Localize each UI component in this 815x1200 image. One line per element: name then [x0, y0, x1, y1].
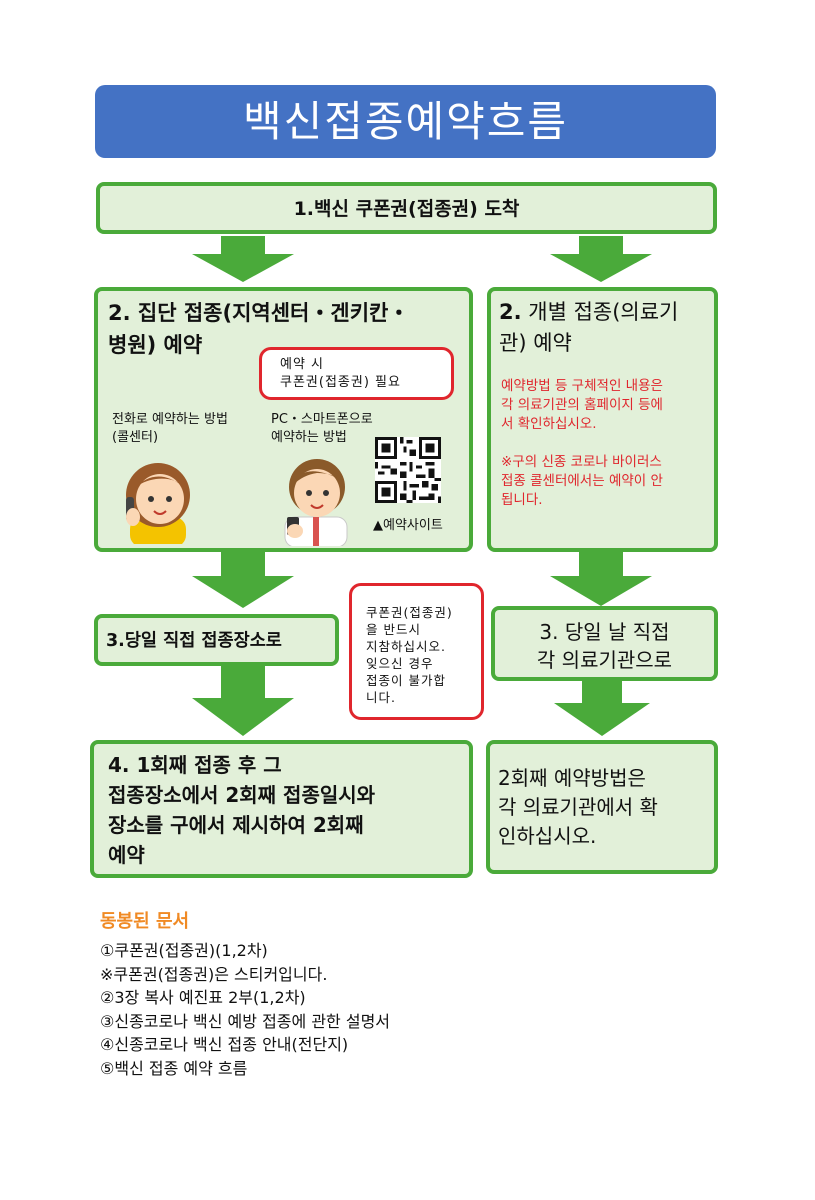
- down-arrow-icon: [192, 552, 294, 608]
- down-arrow-icon: [192, 666, 294, 736]
- reservation-note-box: 예약 시 쿠폰권(접종권) 필요: [259, 347, 454, 400]
- list-item: ①쿠폰권(접종권)(1,2차): [100, 941, 268, 960]
- pc-reservation-label: PC・스마트폰으로 예약하는 방법: [271, 412, 373, 445]
- call-center-warning-text: ※구의 신종 코로나 바이러스 접종 콜센터에서는 예약이 안 됩니다.: [501, 454, 663, 508]
- group-vaccination-box: 2. 집단 접종(지역센터・겐키칸・ 병원) 예약 전화로 예약하는 방법 (콜…: [94, 287, 473, 552]
- bring-coupon-warning-box: 쿠폰권(접종권) 을 반드시 지참하십시오. 잊으신 경우 접종이 불가합 니다…: [349, 583, 484, 720]
- list-item: ④신종코로나 백신 접종 안내(전단지): [100, 1035, 349, 1054]
- page-title: 백신접종예약흐름: [95, 85, 716, 158]
- individual-vaccination-box: 2. 개별 접종(의료기 관) 예약 예약방법 등 구체적인 내용은 각 의료기…: [487, 287, 718, 552]
- phone-reservation-label: 전화로 예약하는 방법 (콜센터): [112, 412, 228, 445]
- step-3-go-to-clinic: 3. 당일 날 직접 각 의료기관으로: [491, 606, 718, 681]
- down-arrow-icon: [550, 552, 652, 606]
- qr-code-icon: [375, 437, 441, 503]
- enclosed-documents-title: 동봉된 문서: [100, 911, 190, 932]
- individual-info-text: 예약방법 등 구체적인 내용은 각 의료기관의 홈페이지 등에 서 확인하십시오…: [501, 378, 663, 432]
- group-vaccination-heading: 2. 집단 접종(지역센터・겐키칸・ 병원) 예약: [108, 301, 410, 357]
- down-arrow-icon: [554, 681, 650, 736]
- down-arrow-icon: [192, 236, 294, 282]
- list-item: ③신종코로나 백신 예방 접종에 관한 설명서: [100, 1011, 391, 1031]
- reservation-site-label: ▲예약사이트: [373, 518, 443, 533]
- individual-vaccination-heading: 2. 개별 접종(의료기 관) 예약: [499, 300, 679, 355]
- step-3-go-to-venue: 3.당일 직접 접종장소로: [94, 614, 339, 666]
- step-1-coupon-arrival: 1.백신 쿠폰권(접종권) 도착: [96, 182, 717, 234]
- list-item: ⑤백신 접종 예약 흐름: [100, 1058, 248, 1078]
- man-with-smartphone-illustration: [284, 459, 348, 546]
- woman-on-phone-illustration: [126, 463, 190, 544]
- second-dose-clinic-info: 2회째 예약방법은 각 의료기관에서 확 인하십시오.: [486, 740, 718, 874]
- list-item: ※쿠폰권(접종권)은 스티커입니다.: [100, 964, 328, 984]
- step-4-second-dose-reservation: 4. 1회째 접종 후 그 접종장소에서 2회째 접종일시와 장소를 구에서 제…: [90, 740, 473, 878]
- list-item: ②3장 복사 예진표 2부(1,2차): [100, 988, 306, 1007]
- enclosed-documents-list: ①쿠폰권(접종권)(1,2차) ※쿠폰권(접종권)은 스티커입니다. ②3장 복…: [100, 939, 390, 1080]
- down-arrow-icon: [550, 236, 652, 282]
